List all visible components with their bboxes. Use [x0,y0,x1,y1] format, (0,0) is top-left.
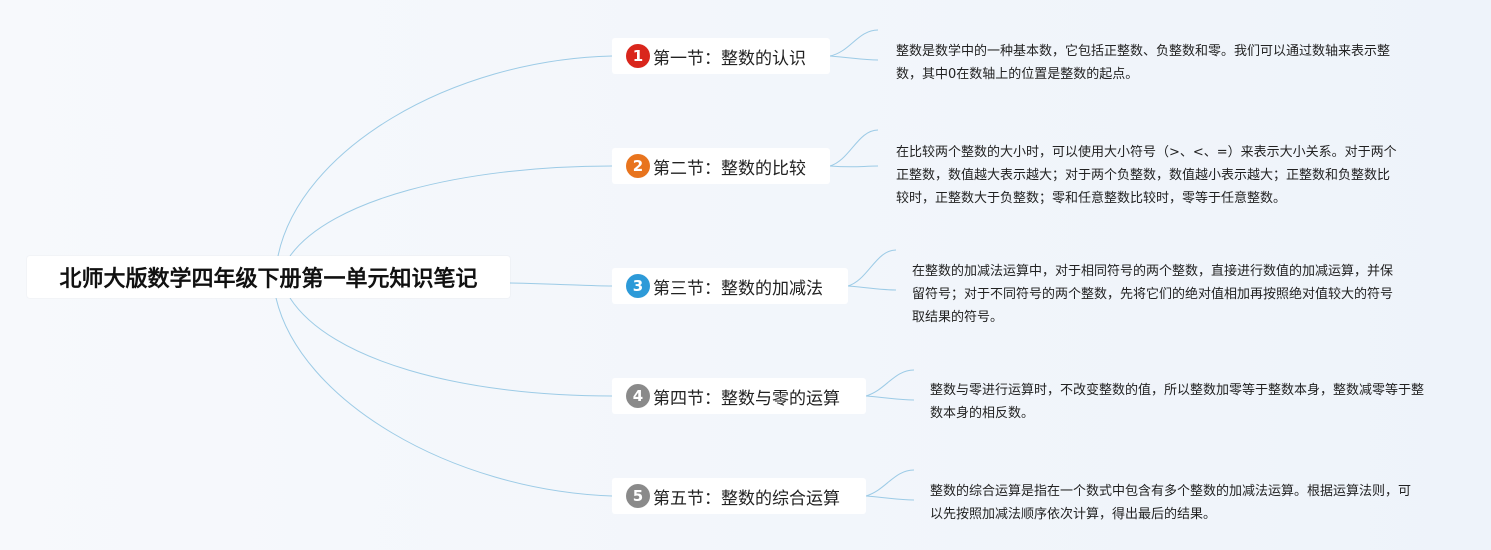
root-connector-2 [289,165,613,257]
topic-section-2[interactable]: 2 第二节：整数的比较 [612,148,830,184]
number-badge-4: 4 [626,384,650,408]
topic-title-3: 第三节：整数的加减法 [653,278,823,299]
topic-detail-3: 在整数的加减法运算中，对于相同符号的两个整数，直接进行数值的加减运算，并保留符号… [912,264,1394,325]
central-topic[interactable]: 北师大版数学四年级下册第一单元知识笔记 [27,256,510,298]
topic-detail-5: 整数的综合运算是指在一个数式中包含有多个整数的加减法运算。根据运算法则，可以先按… [930,484,1412,522]
detail-connector-1 [829,29,879,61]
root-connector-1 [277,55,613,257]
number-badge-5: 5 [626,484,650,508]
topic-title-5: 第五节：整数的综合运算 [653,488,840,509]
detail-connector-5 [865,469,915,501]
topic-title-2: 第二节：整数的比较 [653,158,806,179]
topic-detail-4: 整数与零进行运算时，不改变整数的值，所以整数加零等于整数本身，整数减零等于整数本… [930,383,1425,421]
detail-connector-4 [865,369,915,401]
number-badge-2: 2 [626,154,650,178]
root-connector-4 [289,297,613,397]
detail-connector-3 [847,249,897,291]
topic-section-1[interactable]: 1 第一节：整数的认识 [612,38,830,74]
topic-detail-2: 在比较两个整数的大小时，可以使用大小符号（>、<、=）来表示大小关系。对于两个正… [896,145,1397,206]
central-topic-title: 北师大版数学四年级下册第一单元知识笔记 [59,267,478,292]
topic-section-3[interactable]: 3 第三节：整数的加减法 [612,268,848,304]
root-connector-5 [275,297,613,497]
topic-detail-1: 整数是数学中的一种基本数，它包括正整数、负整数和零。我们可以通过数轴来表示整数，… [896,44,1391,82]
topic-section-4[interactable]: 4 第四节：整数与零的运算 [612,378,866,414]
number-badge-1: 1 [626,44,650,68]
number-badge-3: 3 [626,274,650,298]
topic-title-4: 第四节：整数与零的运算 [653,388,840,409]
detail-connector-2 [829,129,879,168]
topic-section-5[interactable]: 5 第五节：整数的综合运算 [612,478,866,514]
topic-title-1: 第一节：整数的认识 [653,48,806,69]
root-connector-3 [509,282,613,287]
